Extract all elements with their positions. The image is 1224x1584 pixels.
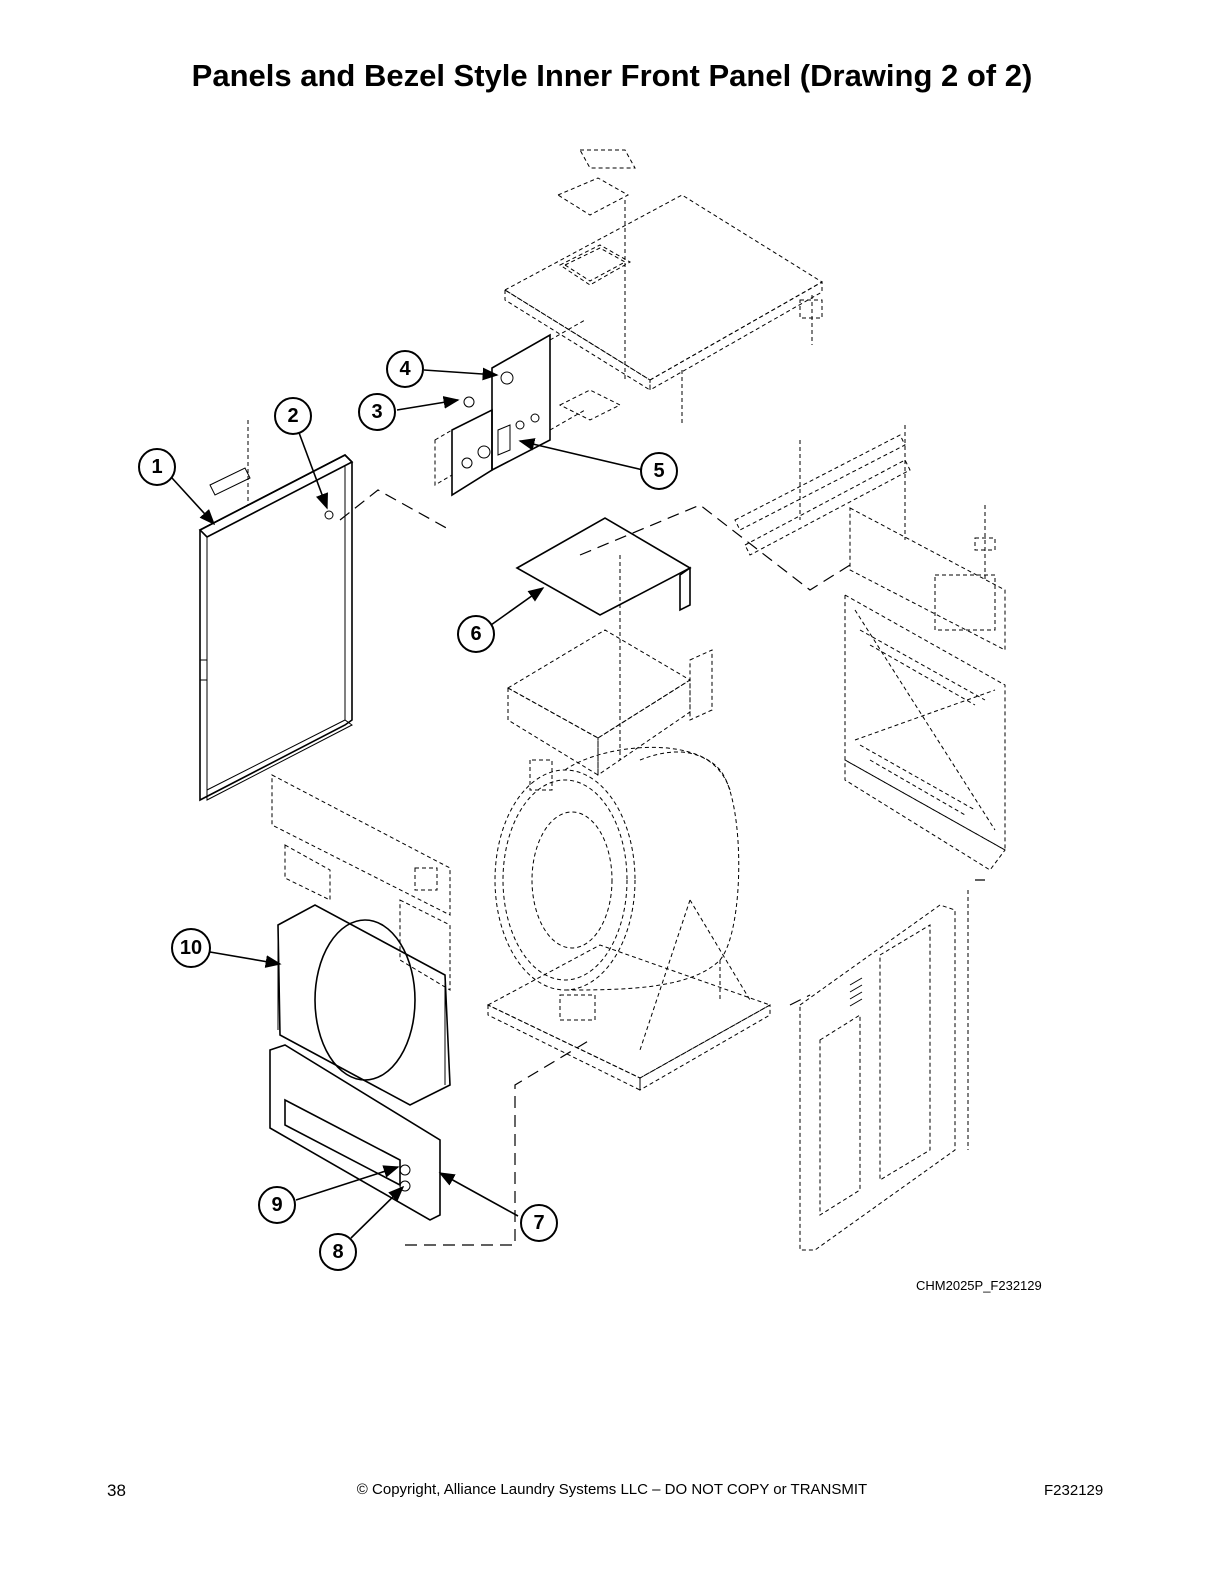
callout-4: 4 bbox=[386, 350, 424, 388]
document-code: F232129 bbox=[1044, 1482, 1104, 1499]
callout-8-label: 8 bbox=[332, 1241, 343, 1263]
rear-panel bbox=[734, 425, 1006, 871]
callout-7-label: 7 bbox=[533, 1212, 544, 1234]
callout-1-label: 1 bbox=[151, 456, 162, 478]
top-panel bbox=[504, 149, 823, 425]
callout-7: 7 bbox=[520, 1204, 558, 1242]
lower-bezel-trim bbox=[269, 1044, 441, 1221]
callout-2: 2 bbox=[274, 397, 312, 435]
callout-6: 6 bbox=[457, 615, 495, 653]
page-number: 38 bbox=[107, 1481, 126, 1500]
callout-10-label: 10 bbox=[180, 937, 202, 959]
callout-8: 8 bbox=[319, 1233, 357, 1271]
drum-assembly bbox=[486, 746, 772, 1091]
callout-9-label: 9 bbox=[271, 1194, 282, 1216]
callout-9: 9 bbox=[258, 1186, 296, 1224]
leader-lines bbox=[171, 367, 644, 1239]
lower-outline bbox=[405, 879, 985, 1246]
copyright-notice: © Copyright, Alliance Laundry Systems LL… bbox=[356, 1481, 868, 1498]
control-bracket bbox=[434, 319, 586, 497]
front-bezel-panel bbox=[277, 904, 451, 1106]
callout-10: 10 bbox=[171, 928, 211, 968]
callout-4-label: 4 bbox=[399, 358, 411, 380]
callout-6-label: 6 bbox=[470, 623, 481, 645]
page-title: Panels and Bezel Style Inner Front Panel… bbox=[191, 58, 1033, 93]
bezel-bracket bbox=[271, 774, 451, 991]
callout-5: 5 bbox=[640, 452, 678, 490]
electrical-box bbox=[506, 517, 713, 776]
lower-front-panel bbox=[799, 890, 969, 1251]
drawing-code: CHM2025P_F232129 bbox=[916, 1278, 1042, 1293]
callout-3: 3 bbox=[358, 393, 396, 431]
callout-2-label: 2 bbox=[287, 405, 298, 427]
callout-5-label: 5 bbox=[653, 460, 664, 482]
side-panel bbox=[198, 420, 354, 802]
callout-1: 1 bbox=[138, 448, 176, 486]
assembly-outline bbox=[339, 489, 851, 591]
callout-3-label: 3 bbox=[371, 401, 382, 423]
